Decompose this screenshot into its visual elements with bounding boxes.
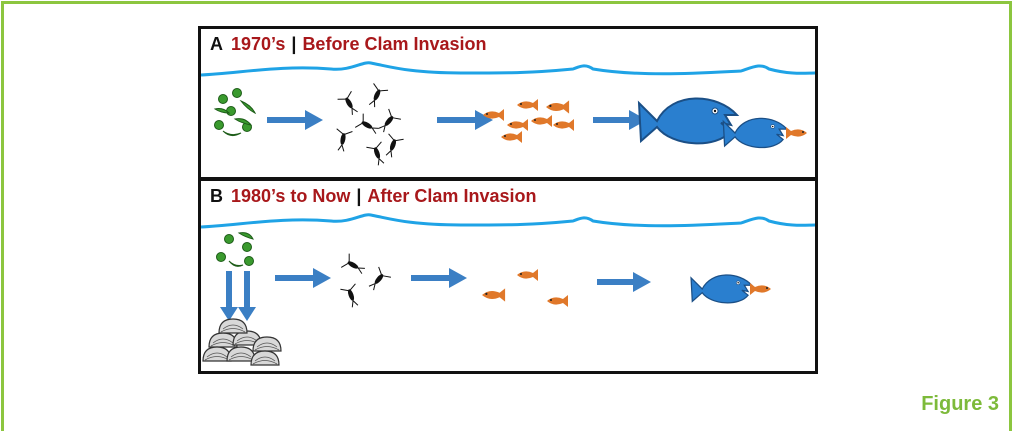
panel-era: 1970’s: [231, 34, 286, 54]
small-fish-icon: [482, 269, 568, 307]
panel-b-title: B 1980’s to Now|After Clam Invasion: [210, 186, 536, 207]
water-surface-line: [201, 213, 815, 229]
predator-fish-icon: [638, 97, 807, 149]
arrow-3: [593, 110, 647, 130]
arrow-3: [597, 272, 651, 292]
title-separator: |: [356, 186, 362, 206]
panel-label: After Clam Invasion: [367, 186, 537, 206]
clam-icon: [202, 318, 282, 366]
figure-label: Figure 3: [921, 393, 999, 415]
phytoplankton-icon: [213, 88, 257, 137]
panel-letter: B: [210, 186, 223, 206]
down-arrows: [220, 271, 256, 321]
panel-a: A 1970’s|Before Clam Invasion: [198, 26, 818, 180]
panel-era: 1980’s to Now: [231, 186, 351, 206]
water-surface-line: [201, 61, 815, 77]
arrow-2: [411, 268, 467, 288]
arrow-2: [437, 110, 493, 130]
panel-b-scene: [201, 213, 815, 366]
zooplankton-icon: [332, 82, 405, 168]
panel-letter: A: [210, 34, 223, 54]
panel-a-scene: [201, 61, 815, 168]
zooplankton-icon: [339, 253, 392, 310]
panel-a-title: A 1970’s|Before Clam Invasion: [210, 34, 487, 55]
small-fish-icon: [483, 99, 574, 143]
panel-label: Before Clam Invasion: [302, 34, 487, 54]
phytoplankton-icon: [216, 232, 254, 267]
arrow-1: [267, 110, 323, 130]
predator-fish-icon: [690, 274, 771, 304]
title-separator: |: [291, 34, 297, 54]
panel-b: B 1980’s to Now|After Clam Invasion: [198, 178, 818, 374]
arrow-1: [275, 268, 331, 288]
